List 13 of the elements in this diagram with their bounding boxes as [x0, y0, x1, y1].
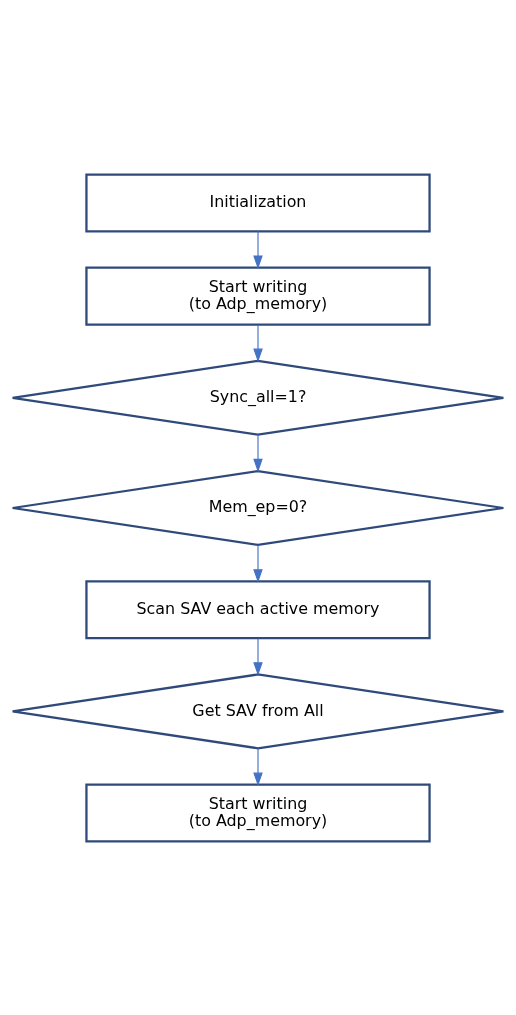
arrow — [253, 323, 263, 362]
node-box: Start writing (to Adp_memory) — [85, 783, 431, 843]
node-diamond: Sync_all=1? — [11, 359, 505, 436]
arrow — [253, 230, 263, 269]
arrow — [253, 637, 263, 676]
node-diamond: Mem_ep=0? — [11, 469, 505, 546]
arrow — [253, 747, 263, 786]
node-box: Initialization — [85, 172, 431, 232]
arrow — [253, 543, 263, 583]
node-diamond: Get SAV from All — [11, 672, 505, 749]
node-box: Start writing (to Adp_memory) — [85, 266, 431, 326]
arrow — [253, 433, 263, 472]
node-box: Scan SAV each active memory — [85, 579, 431, 639]
